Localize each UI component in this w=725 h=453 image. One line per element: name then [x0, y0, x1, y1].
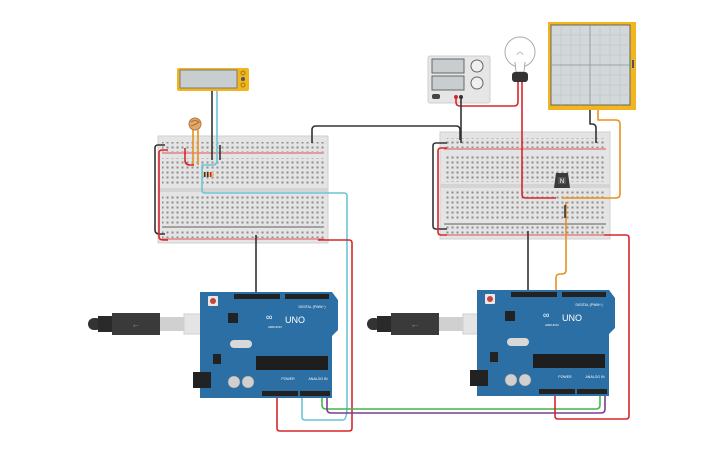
wire-green[interactable]	[321, 395, 601, 410]
wire-cyan[interactable]	[301, 395, 348, 421]
photoresistor[interactable]	[188, 117, 202, 131]
arduino-uno-right[interactable]: DIGITAL (PWM~) ∞ UNO ARDUINO POWER ANALO…	[470, 290, 615, 396]
resistor[interactable]	[202, 172, 214, 177]
wire-red[interactable]	[554, 234, 630, 420]
wire-orange[interactable]	[562, 110, 621, 199]
wire-purple[interactable]	[326, 395, 606, 414]
arduino-logo-icon: ∞	[266, 312, 272, 322]
power-switch[interactable]	[432, 94, 440, 99]
lcd-display[interactable]	[177, 68, 249, 91]
pin-icon	[241, 77, 245, 81]
transistor-label: N	[560, 179, 564, 185]
power-supply[interactable]	[427, 55, 491, 104]
brand-label: ARDUINO	[268, 325, 283, 329]
wire-black[interactable]	[311, 125, 461, 143]
wire-orange[interactable]	[555, 202, 567, 293]
wire-red[interactable]	[455, 82, 519, 107]
usb-icon: ⭠	[133, 321, 140, 330]
wire-red[interactable]	[521, 82, 556, 199]
pin-icon	[240, 70, 246, 76]
wire-red[interactable]	[184, 148, 194, 166]
wire-cyan[interactable]	[201, 91, 348, 405]
npn-transistor[interactable]: N	[554, 173, 570, 188]
usb-icon: ⭠	[412, 321, 419, 330]
analog-label: ANALOG IN	[308, 377, 328, 381]
digital-label: DIGITAL (PWM~)	[575, 303, 602, 307]
arduino-logo-icon: ∞	[543, 310, 549, 320]
wire-black[interactable]	[154, 144, 165, 235]
power-label: POWER	[558, 375, 572, 379]
light-bulb[interactable]	[504, 36, 536, 82]
digital-label: DIGITAL (PWM~)	[298, 305, 325, 309]
usb-cable-left[interactable]: ⭠	[88, 313, 203, 335]
pin-icon	[240, 82, 246, 88]
uno-label: UNO	[285, 315, 305, 325]
analog-label: ANALOG IN	[585, 375, 605, 379]
wire-black[interactable]	[432, 142, 447, 230]
wire-red[interactable]	[158, 149, 168, 241]
wire-red[interactable]	[276, 239, 353, 432]
usb-cable-right[interactable]: ⭠	[367, 313, 482, 335]
arduino-uno-left[interactable]: DIGITAL (PWM~) ∞ UNO ARDUINO POWER ANALO…	[193, 292, 338, 398]
knob-icon[interactable]	[470, 59, 484, 73]
wire-red[interactable]	[437, 147, 447, 236]
breadboard-right[interactable]	[439, 131, 611, 240]
wire-black[interactable]	[589, 110, 597, 143]
brand-label: ARDUINO	[545, 323, 560, 327]
breadboard-left[interactable]	[157, 135, 329, 244]
power-label: POWER	[281, 377, 295, 381]
oscilloscope[interactable]	[548, 22, 636, 110]
knob-icon[interactable]	[470, 76, 484, 90]
uno-label: UNO	[562, 313, 582, 323]
